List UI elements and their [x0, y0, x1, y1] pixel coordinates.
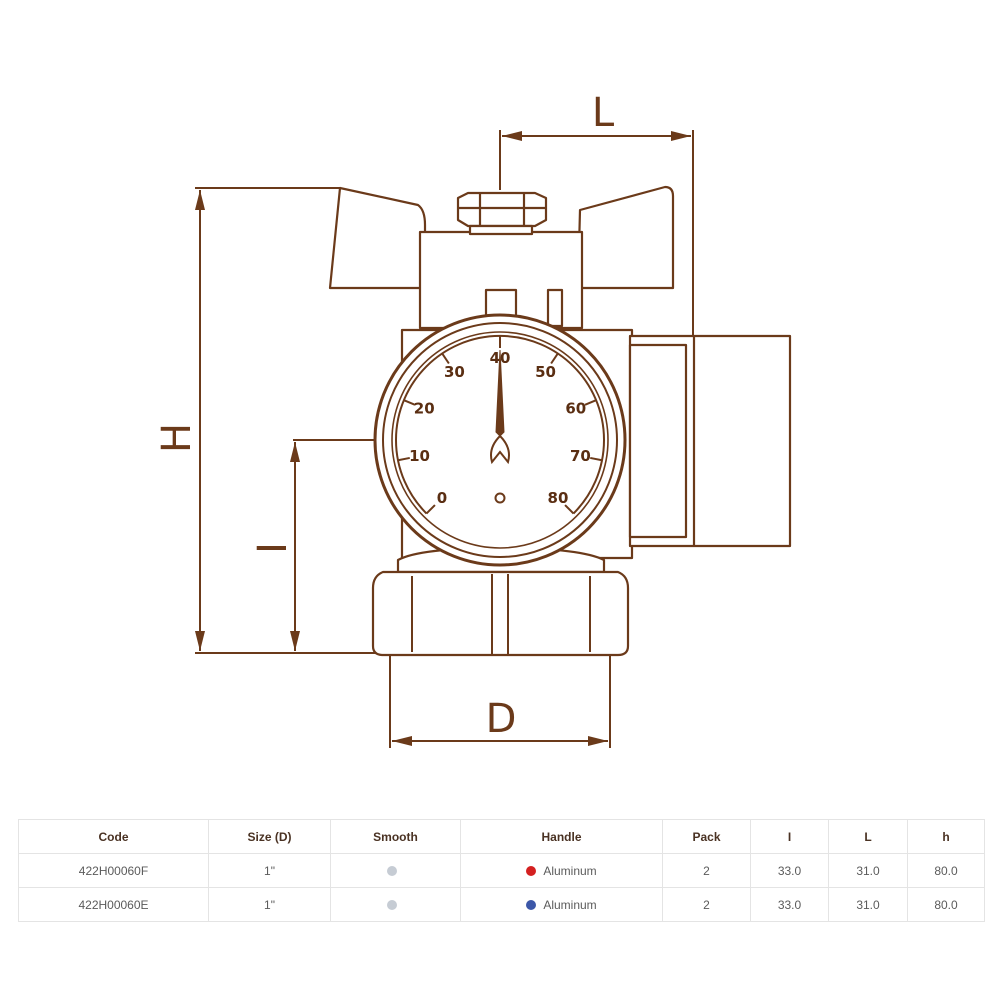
cell-h: 80.0 — [907, 887, 985, 922]
dial-tick — [564, 504, 575, 515]
dial-scale-label: 20 — [414, 400, 435, 418]
dial-scale-label: 50 — [535, 363, 556, 381]
cell-size: 1" — [208, 887, 331, 922]
table-row: 422H00060F 1" Aluminum 2 33.0 31.0 80.0 — [18, 853, 985, 888]
dial-tick — [550, 352, 559, 365]
dial-tick — [403, 399, 416, 406]
cell-pack: 2 — [662, 887, 751, 922]
dial-tick — [425, 504, 436, 515]
smooth-dot-icon — [387, 865, 397, 876]
cell-handle: Aluminum — [460, 853, 663, 888]
dial-scale-label: 70 — [570, 447, 591, 465]
smooth-dot-icon — [387, 899, 397, 910]
column-header: Size (D) — [208, 819, 331, 854]
cell-l: 31.0 — [828, 853, 908, 888]
table-row: 422H00060E 1" Aluminum 2 33.0 31.0 80.0 — [18, 887, 985, 922]
column-header: L — [828, 819, 908, 854]
label-d-bottom: D — [486, 696, 517, 742]
handle-wing-left — [328, 186, 427, 290]
cell-l: 31.0 — [828, 887, 908, 922]
cell-code: 422H00060F — [18, 853, 209, 888]
column-header: Pack — [662, 819, 751, 854]
dial-scale-label: 10 — [409, 447, 430, 465]
cell-code: 422H00060E — [18, 887, 209, 922]
cell-size: 1" — [208, 853, 331, 888]
handle-color-dot-icon — [526, 899, 537, 910]
needle-hub — [490, 434, 510, 465]
dial-tick — [590, 456, 603, 462]
dial-scale-label: 60 — [565, 400, 586, 418]
top-nut — [456, 191, 548, 228]
cell-smooth — [330, 887, 461, 922]
dial-scale-label: 0 — [437, 489, 447, 507]
dial-tick — [441, 352, 450, 365]
cell-h: 80.0 — [907, 853, 985, 888]
table-header-row: Code Size (D) Smooth Handle Pack I L h — [18, 819, 985, 854]
valve-technical-drawing: L H I D D — [154, 90, 792, 748]
dial-tick — [584, 399, 597, 406]
dial-scale-label: 30 — [444, 363, 465, 381]
column-header: Smooth — [330, 819, 461, 854]
cell-i: 33.0 — [750, 887, 829, 922]
dial-scale-arc — [395, 334, 605, 515]
cell-pack: 2 — [662, 853, 751, 888]
thermometer-dial: 01020304050607080 — [373, 313, 627, 567]
handle-material: Aluminum — [543, 897, 597, 912]
dial-scale-label: 80 — [548, 489, 569, 507]
cell-i: 33.0 — [750, 853, 829, 888]
label-i: I — [250, 542, 296, 554]
column-header: h — [907, 819, 985, 854]
dial-tick — [397, 456, 410, 462]
label-l: L — [592, 90, 615, 136]
cell-smooth — [330, 853, 461, 888]
specification-table: Code Size (D) Smooth Handle Pack I L h 4… — [18, 819, 985, 922]
bottom-hex-nut — [371, 570, 630, 657]
label-h: H — [154, 423, 200, 453]
column-header: Code — [18, 819, 209, 854]
handle-material: Aluminum — [543, 863, 597, 878]
column-header: Handle — [460, 819, 663, 854]
cell-handle: Aluminum — [460, 887, 663, 922]
column-header: I — [750, 819, 829, 854]
handle-color-dot-icon — [526, 865, 537, 876]
handle-wing-right — [576, 185, 675, 290]
